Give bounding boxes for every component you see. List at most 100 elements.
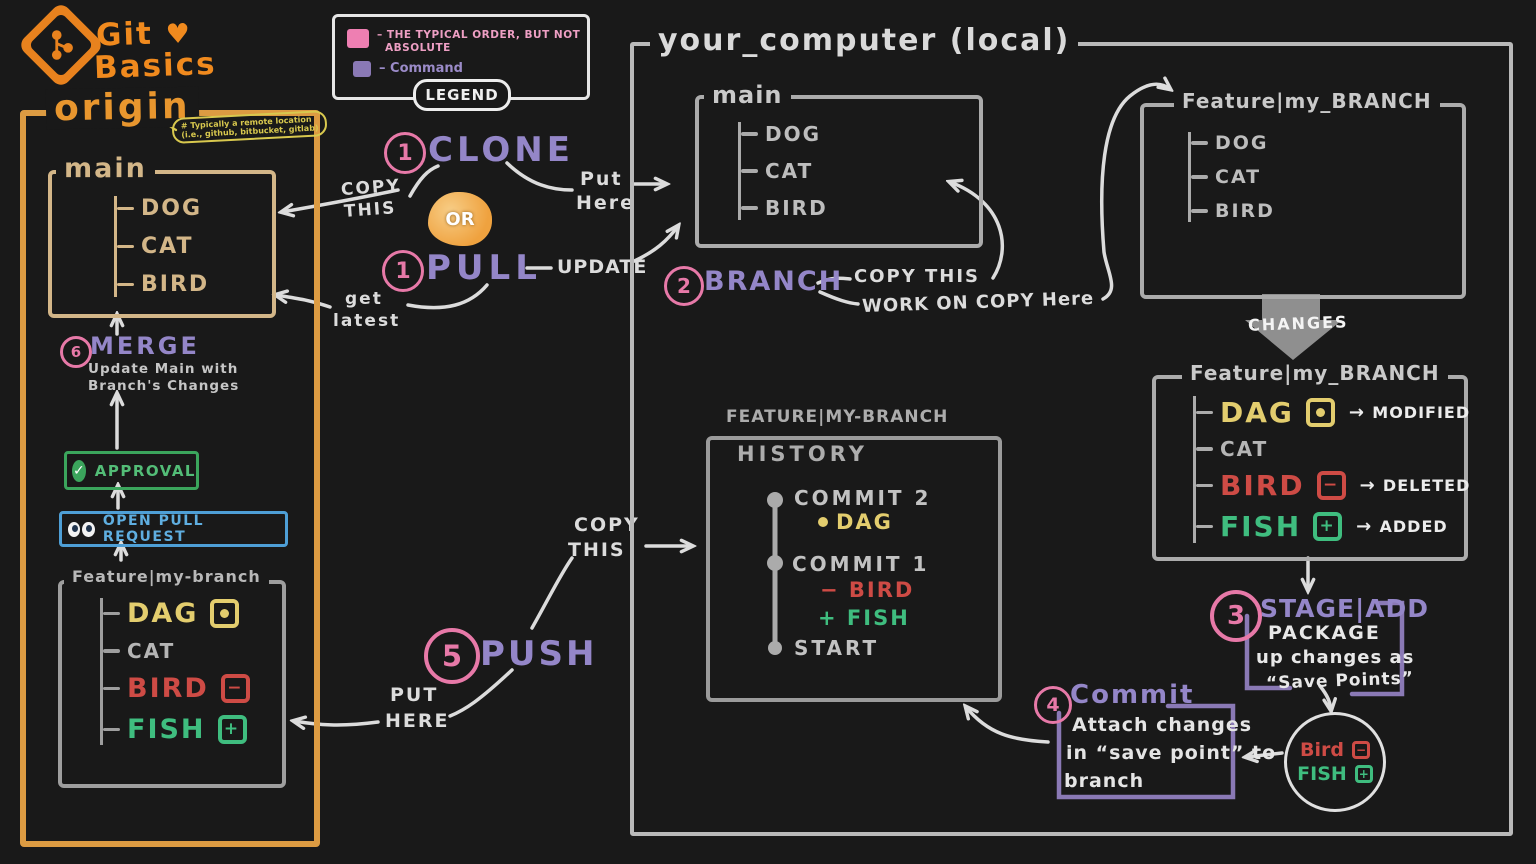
legend-label-order-1: – THE TYPICAL ORDER, BUT NOT — [377, 29, 581, 41]
modified-dot-icon — [818, 517, 828, 527]
feature-changed-tree: DAG MODIFIED CAT BIRD DELETED FISH ADDED — [1193, 396, 1470, 543]
line-pull-to-get-latest — [406, 283, 489, 310]
file-name: FISH — [127, 714, 206, 745]
approval-label: APPROVAL — [94, 461, 196, 480]
legend-box: – THE TYPICAL ORDER, BUT NOT ABSOLUTE – … — [332, 14, 590, 111]
staged-file-name: FISH — [1297, 763, 1347, 785]
push-copy-line1: COPY — [574, 514, 640, 536]
history-commit2-label: COMMIT 2 — [794, 486, 932, 510]
clone-put-line2: Here — [576, 192, 636, 214]
stage-desc-2: up changes as — [1256, 647, 1415, 668]
modified-tag: MODIFIED — [1349, 402, 1470, 423]
file-name: CAT — [1220, 437, 1269, 461]
added-icon — [1354, 765, 1373, 783]
origin-main-box — [48, 170, 276, 318]
file-name: BIRD — [141, 272, 210, 297]
feature-top-tree: DOG CAT BIRD — [1188, 132, 1275, 222]
history-commit1-change-deleted: BIRD — [820, 578, 914, 602]
file-item: BIRD — [741, 196, 828, 220]
stage-bracket-right — [1349, 600, 1405, 697]
file-item: DOG — [741, 122, 828, 146]
commit-desc-2: in “save point” to — [1066, 742, 1277, 764]
file-item: BIRD — [117, 272, 209, 297]
arrow-circle-to-commit — [1246, 753, 1284, 757]
legend-label-command: – Command — [379, 61, 463, 76]
history-title: HISTORY — [737, 442, 868, 466]
staged-item-added: FISH — [1297, 763, 1373, 785]
history-commit2-change: DAG — [818, 510, 893, 534]
feature-top-title: Feature|my_BRANCH — [1174, 90, 1440, 112]
merge-desc-2: Branch's Changes — [88, 378, 240, 394]
heart-icon: ♥ — [165, 18, 193, 51]
file-item: CAT — [1196, 437, 1470, 461]
deleted-tag: DELETED — [1360, 475, 1471, 496]
stage-desc-1: PACKAGE — [1268, 622, 1381, 644]
clone-label: CLONE — [428, 130, 574, 170]
history-commit1-change-added: FISH — [818, 606, 910, 630]
deleted-icon — [220, 674, 250, 703]
legend-title: LEGEND — [413, 79, 511, 111]
file-item-modified: DAG MODIFIED — [1196, 396, 1470, 429]
arrow-puthere-to-origin-feature — [294, 721, 380, 725]
pull-get-line1: get — [345, 289, 383, 309]
added-icon — [1313, 512, 1343, 541]
arrow-clone-copy-to-origin — [282, 188, 400, 212]
origin-feature-tree: DAG CAT BIRD FISH — [100, 598, 250, 745]
history-commit1-label: COMMIT 1 — [792, 552, 930, 576]
file-item: DOG — [1191, 132, 1275, 154]
changes-label: CHANGES — [1247, 312, 1349, 335]
history-box — [706, 436, 1002, 702]
push-label: PUSH — [480, 634, 598, 674]
staged-file-name: Bird — [1300, 739, 1344, 761]
modified-icon — [210, 599, 240, 628]
commit-bracket — [1056, 703, 1236, 800]
commit-label: Commit — [1070, 680, 1195, 710]
file-item-added: FISH ADDED — [1196, 510, 1470, 543]
arrow-get-latest-to-origin — [276, 295, 332, 309]
file-name: CAT — [1215, 166, 1262, 188]
open-pull-request-box: OPEN PULL REQUEST — [59, 511, 288, 547]
file-name: DAG — [1220, 396, 1294, 429]
file-name: BIRD — [127, 673, 209, 704]
push-put-line2: HERE — [385, 710, 450, 732]
merge-step-number: 6 — [60, 336, 92, 368]
approval-box: ✓ APPROVAL — [64, 451, 199, 490]
history-timeline — [767, 492, 783, 655]
or-cloud-icon: OR — [420, 192, 499, 246]
arrow-workon-to-feature-top — [1100, 84, 1170, 301]
local-main-title: main — [704, 82, 791, 108]
local-computer-title: your_computer (local) — [650, 24, 1079, 57]
file-item-deleted: BIRD — [103, 673, 250, 704]
pull-step-number: 1 — [382, 250, 424, 292]
file-name: BIRD — [1220, 469, 1305, 502]
stage-label: STAGE|ADD — [1260, 594, 1430, 623]
added-tag: ADDED — [1356, 516, 1448, 537]
pull-update-label: UPDATE — [557, 256, 648, 278]
file-name: FISH — [1220, 510, 1302, 543]
deleted-icon — [1316, 471, 1346, 500]
line-branch-note2 — [818, 290, 860, 306]
history-box-label: FEATURE|MY-BRANCH — [718, 408, 957, 427]
staged-changes-circle: Bird FISH — [1284, 712, 1386, 812]
file-item: CAT — [741, 159, 828, 183]
file-name: BIRD — [1215, 200, 1275, 222]
file-item: CAT — [103, 639, 250, 663]
file-name: DOG — [1215, 132, 1269, 154]
push-step-number: 5 — [424, 628, 480, 684]
pull-label: PULL — [426, 248, 542, 288]
file-name: DOG — [141, 196, 203, 221]
origin-main-title: main — [56, 154, 155, 184]
merge-label: MERGE — [90, 332, 200, 360]
pull-get-line2: latest — [333, 311, 401, 331]
history-start-label: START — [794, 636, 880, 660]
legend-label-order-2: ABSOLUTE — [385, 42, 451, 54]
or-label: OR — [445, 208, 475, 230]
commit-desc-3: branch — [1064, 770, 1145, 792]
arrow-stage-to-circle — [1318, 684, 1331, 710]
clone-copy-line2: THIS — [343, 198, 398, 222]
changes-arrow-icon — [1245, 294, 1342, 360]
file-name: BIRD — [765, 196, 828, 220]
eye-icon — [68, 521, 81, 537]
clone-step-number: 1 — [384, 132, 426, 174]
